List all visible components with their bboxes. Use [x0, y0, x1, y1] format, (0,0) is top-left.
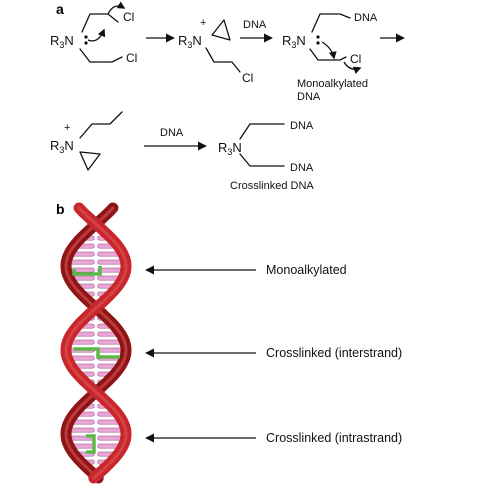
- r3n-subscript-2: 3: [187, 40, 192, 50]
- r3n-n-3: N: [296, 33, 305, 48]
- r3n-subscript-5: 3: [227, 147, 232, 157]
- r3n-n: N: [64, 33, 73, 48]
- crosslink-monoalkylated: [72, 266, 102, 276]
- base-pair-23-left: [69, 427, 95, 433]
- dna-upper: DNA: [290, 120, 314, 132]
- r3n-r-4: R: [50, 138, 59, 153]
- aziridine-ring-2: [79, 151, 101, 171]
- annotation-intrastrand: Crosslinked (intrastrand): [145, 431, 402, 445]
- backbone-strand-back-highlight: [64, 206, 128, 480]
- r3n-n-4: N: [64, 138, 73, 153]
- base-pair-15-left: [70, 355, 95, 361]
- annotation-label-2: Crosslinked (interstrand): [266, 346, 402, 360]
- lower-dna-arm: [239, 153, 285, 167]
- annotation-label-1: Monoalkylated: [266, 263, 347, 277]
- plus-charge-1: +: [200, 17, 206, 29]
- svg-text:R3N: R3N: [50, 33, 74, 50]
- chloro-arm-bond-3: [309, 48, 347, 61]
- curved-arrow-attack-2: [321, 41, 337, 60]
- base-pair-13-left: [70, 339, 95, 345]
- upper-dna-arm: [239, 123, 285, 140]
- monoalkylated-caption-2: DNA: [297, 91, 321, 103]
- annotation-interstrand: Crosslinked (interstrand): [145, 346, 402, 360]
- r3n-r-2: R: [178, 33, 187, 48]
- dna-arm-bond-4: [79, 111, 123, 139]
- r3n-n-2: N: [192, 33, 201, 48]
- arrow-label-dna-2: DNA: [160, 127, 184, 139]
- annotation-monoalkylated: Monoalkylated: [145, 263, 347, 277]
- base-pair-4-right: [97, 259, 123, 265]
- r3n-r: R: [50, 33, 59, 48]
- cl-aziridinium: Cl: [242, 71, 253, 85]
- lone-pair-dot-1: [84, 35, 88, 39]
- lone-pair-dot-3: [316, 35, 320, 39]
- lone-pair-dot-4: [316, 41, 320, 45]
- cl-lower: Cl: [126, 51, 137, 65]
- svg-text:R3N: R3N: [178, 33, 202, 50]
- molecule-aziridinium-dna: + R3N: [50, 111, 123, 171]
- cl-upper: Cl: [123, 10, 134, 24]
- dna-lower: DNA: [290, 162, 314, 174]
- monoalkylated-caption-1: Monoalkylated: [297, 78, 368, 90]
- base-pair-4-left: [69, 259, 95, 265]
- r3n-n-5: N: [232, 140, 241, 155]
- lower-arm-bond: [79, 48, 123, 63]
- r3n-r-3: R: [282, 33, 291, 48]
- molecule-nitrogen-mustard: R3N Cl Cl: [50, 1, 137, 65]
- panel-label-b: b: [56, 201, 65, 217]
- dna-double-helix: [60, 202, 132, 484]
- plus-charge-2: +: [64, 122, 70, 134]
- svg-text:R3N: R3N: [218, 140, 242, 157]
- panel-label-a: a: [56, 1, 64, 17]
- r3n-subscript-3: 3: [291, 40, 296, 50]
- base-pair-24-right: [97, 435, 123, 441]
- curved-arrow-attack: [87, 28, 106, 42]
- svg-text:R3N: R3N: [282, 33, 306, 50]
- dna-attached: DNA: [354, 12, 378, 24]
- molecule-monoalkylated: R3N DNA Cl Monoalkylated DNA: [282, 12, 378, 103]
- svg-text:R3N: R3N: [50, 138, 74, 155]
- backbone-strand-front-highlight: [64, 206, 128, 480]
- crosslink-marks: [72, 266, 120, 454]
- curved-arrow-leaving-2: [343, 61, 362, 74]
- r3n-subscript: 3: [59, 40, 64, 50]
- crosslink-interstrand: [74, 347, 120, 359]
- annotation-label-3: Crosslinked (intrastrand): [266, 431, 402, 445]
- base-pair-23-right: [97, 427, 123, 433]
- r3n-r-5: R: [218, 140, 227, 155]
- molecule-aziridinium: + R3N Cl: [178, 17, 253, 85]
- base-pair-13-right: [97, 339, 122, 345]
- upper-arm-bond: [81, 13, 119, 33]
- dna-arm-bond: [311, 13, 351, 33]
- arrow-label-dna-1: DNA: [243, 19, 267, 31]
- crosslink-intrastrand: [86, 434, 96, 454]
- curved-arrow-leaving: [107, 1, 126, 15]
- lone-pair-dot-2: [84, 41, 88, 45]
- r3n-subscript-4: 3: [59, 145, 64, 155]
- base-pair-14-right: [97, 347, 124, 353]
- aziridine-ring: [211, 19, 231, 41]
- crosslinked-caption: Crosslinked DNA: [230, 180, 314, 192]
- cl-monoalkylated: Cl: [350, 52, 361, 66]
- chloroethyl-arm: [205, 47, 241, 73]
- molecule-crosslinked: R3N DNA DNA Crosslinked DNA: [218, 120, 314, 192]
